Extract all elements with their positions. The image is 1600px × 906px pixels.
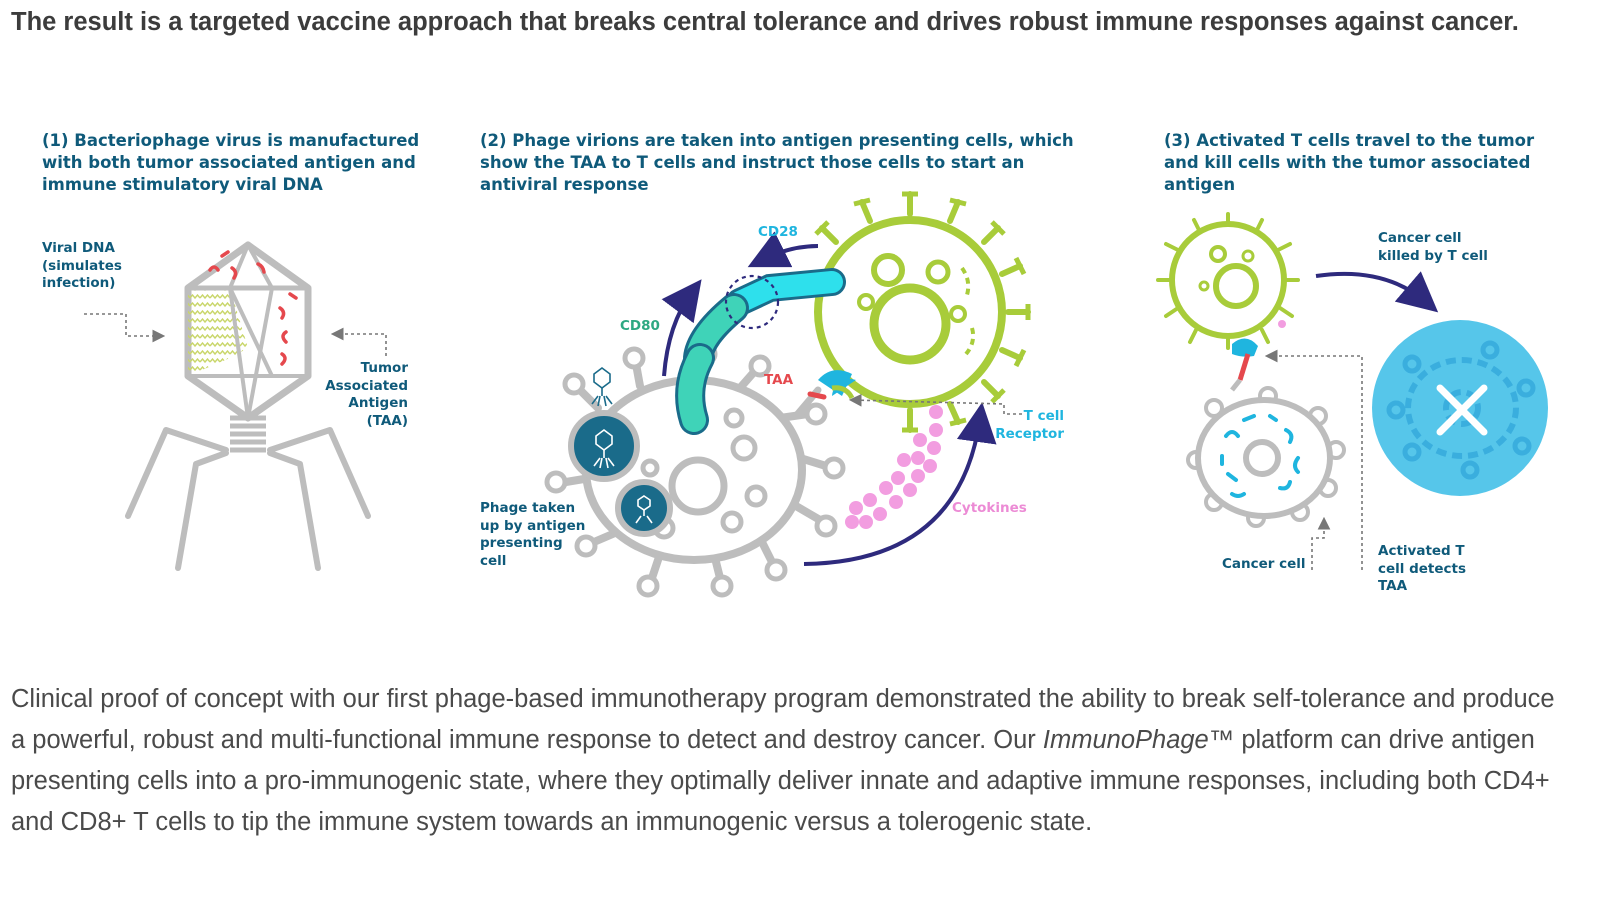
label-t-cell-receptor: T cell Receptor (995, 408, 1064, 442)
label-tumor-associated-antigen: Tumor Associated Antigen (TAA) (325, 360, 408, 429)
killed-cancer-cell (1264, 271, 1548, 570)
activated-t-cell (1156, 212, 1300, 392)
bacteriophage-illustration (84, 241, 387, 571)
cancer-cell (1186, 386, 1346, 528)
paragraph-text-start: Clinical proof of concept with our first… (11, 685, 1555, 754)
label-cancer-cell-killed: Cancer cell killed by T cell (1378, 230, 1488, 264)
label-viral-dna: Viral DNA (simulates infection) (42, 240, 122, 291)
label-cd80: CD80 (620, 318, 660, 334)
t-cell (814, 191, 1031, 433)
label-cytokines: Cytokines (952, 500, 1027, 516)
label-activated-t-cell: Activated T cell detects TAA (1378, 543, 1467, 594)
cd28-cd80-complex (661, 231, 1022, 566)
section-heading: The result is a targeted vaccine approac… (11, 8, 1519, 36)
panel-1-title: (1) Bacteriophage virus is manufactured … (42, 131, 420, 194)
mechanism-illustration (84, 191, 1548, 598)
body-paragraph: Clinical proof of concept with our first… (11, 679, 1571, 843)
panel-3-title: (3) Activated T cells travel to the tumo… (1164, 131, 1535, 194)
cytokines (845, 405, 943, 529)
label-cd28: CD28 (758, 224, 798, 240)
label-phage-taken-up: Phage taken up by antigen presenting cel… (480, 500, 586, 569)
antigen-presenting-cell (544, 342, 846, 598)
immunophage-mechanism-figure: (1) Bacteriophage virus is manufactured … (0, 118, 1600, 618)
label-cancer-cell: Cancer cell (1222, 556, 1306, 572)
paragraph-text-end: platform can drive antigen presenting ce… (11, 726, 1550, 836)
label-taa: TAA (764, 372, 794, 388)
panel-2-title: (2) Phage virions are taken into antigen… (480, 131, 1074, 194)
brand-name: ImmunoPhage™ (1042, 726, 1235, 754)
